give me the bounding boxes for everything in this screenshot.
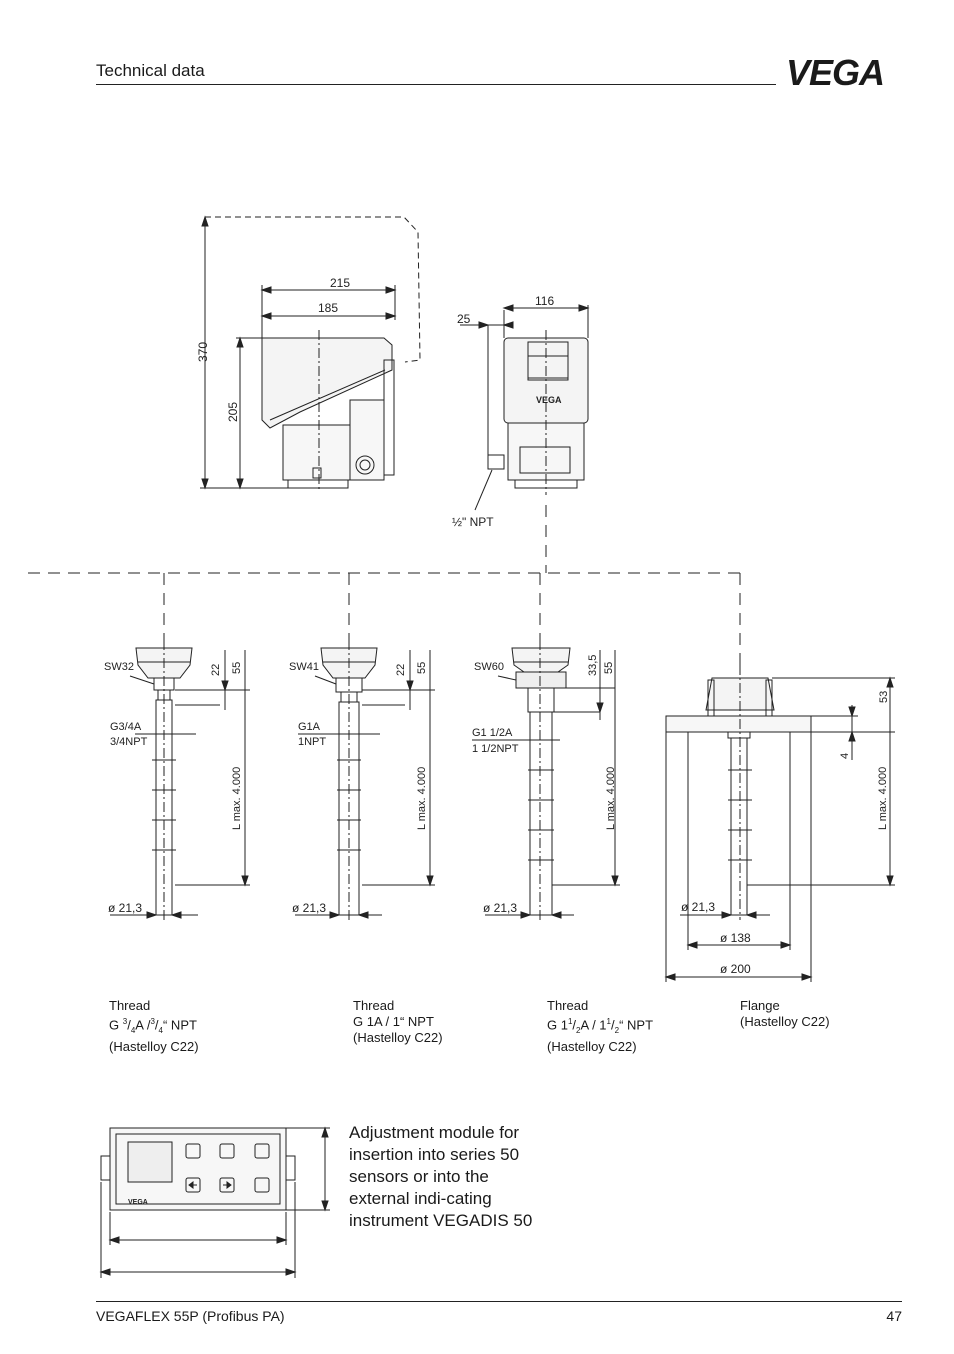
p1-thread1: G3/4A xyxy=(110,721,142,733)
p3-lmax: L max. 4.000 xyxy=(605,767,617,830)
rod-markings xyxy=(152,759,752,861)
p2-thread1: G1A xyxy=(298,721,321,733)
probe-3: SW60 33,5 55 G1 1/2A 1 1/2NPT L max. 4.0… xyxy=(472,640,620,920)
module-description: Adjustment module for insertion into ser… xyxy=(349,1123,533,1230)
page-header-title: Technical data xyxy=(96,61,205,80)
p3-d33: 33,5 xyxy=(587,655,599,676)
caption-2-l1: Thread xyxy=(353,998,395,1013)
p2-d55: 55 xyxy=(416,662,428,674)
caption-4-l3: (Hastelloy C22) xyxy=(740,1014,830,1029)
caption-2-l3: (Hastelloy C22) xyxy=(353,1030,443,1045)
p1-thread2: 3/4NPT xyxy=(110,736,148,748)
footer-page-number: 47 xyxy=(886,1308,902,1324)
dim-185: 185 xyxy=(318,301,338,315)
p2-dia: ø 21,3 xyxy=(292,901,326,915)
adjustment-module: VEGA xyxy=(99,1126,330,1278)
p1-sw: SW32 xyxy=(104,661,134,673)
caption-probe-3: Thread G 11/2A / 11/2“ NPT (Hastelloy C2… xyxy=(547,998,653,1055)
caption-1-l1: Thread xyxy=(109,998,151,1013)
connection-lines xyxy=(28,505,741,665)
p2-lmax: L max. 4.000 xyxy=(416,767,428,830)
p4-d53: 53 xyxy=(878,691,890,703)
vega-logo: VEGA xyxy=(786,52,885,93)
caption-1-l3: (Hastelloy C22) xyxy=(109,1038,199,1054)
caption-2-l2: G 1A / 1“ NPT xyxy=(353,1014,434,1029)
p3-thread1: G1 1/2A xyxy=(472,727,513,739)
caption-probe-2: Thread G 1A / 1“ NPT (Hastelloy C22) xyxy=(353,998,443,1046)
p4-d4: 4 xyxy=(839,753,851,759)
caption-3-l3: (Hastelloy C22) xyxy=(547,1038,637,1054)
p3-d55: 55 xyxy=(603,662,615,674)
dim-116: 116 xyxy=(535,294,554,308)
p1-d22: 22 xyxy=(210,664,222,676)
footer-document-name: VEGAFLEX 55P (Profibus PA) xyxy=(96,1308,285,1324)
header-rule xyxy=(96,84,776,85)
p1-lmax: L max. 4.000 xyxy=(231,767,243,830)
p2-thread2: 1NPT xyxy=(298,736,326,748)
p3-thread2: 1 1/2NPT xyxy=(472,743,519,755)
caption-4-l1: Flange xyxy=(740,998,780,1013)
housing-side-view: 215 185 370 205 xyxy=(196,215,421,490)
caption-probe-1: Thread G 3/4A /3/4“ NPT (Hastelloy C22) xyxy=(109,998,199,1055)
caption-3-l1: Thread xyxy=(547,998,589,1013)
probe-4: 53 4 L max. 4.000 ø 21,3 ø 138 ø 200 xyxy=(664,665,895,982)
dim-25: 25 xyxy=(457,312,471,326)
module-brand: VEGA xyxy=(128,1199,148,1206)
p4-lmax: L max. 4.000 xyxy=(877,767,889,830)
footer-rule xyxy=(96,1301,902,1302)
p1-d55: 55 xyxy=(231,662,243,674)
p1-dia: ø 21,3 xyxy=(108,901,142,915)
caption-1-l2: G 3/4A /3/4“ NPT xyxy=(109,1017,197,1035)
p2-sw: SW41 xyxy=(289,661,319,673)
npt-label: ½" NPT xyxy=(452,515,494,529)
dim-370: 370 xyxy=(196,342,210,362)
probe-1: SW32 22 55 G3/4A 3/4NPT L max. 4.000 ø 2… xyxy=(104,640,250,920)
housing-front-view: VEGA 116 25 ½" NPT xyxy=(452,294,590,529)
p2-d22: 22 xyxy=(395,664,407,676)
p4-d138: ø 138 xyxy=(720,931,751,945)
p3-sw: SW60 xyxy=(474,661,504,673)
probe-2: SW41 22 55 G1A 1NPT L max. 4.000 ø 21,3 xyxy=(289,640,435,920)
p4-d200: ø 200 xyxy=(720,962,751,976)
dim-215: 215 xyxy=(330,276,350,290)
p3-dia: ø 21,3 xyxy=(483,901,517,915)
caption-probe-4: Flange (Hastelloy C22) xyxy=(740,998,830,1030)
p4-dia: ø 21,3 xyxy=(681,900,715,914)
dim-205: 205 xyxy=(226,402,240,422)
caption-3-l2: G 11/2A / 11/2“ NPT xyxy=(547,1017,654,1035)
front-brand: VEGA xyxy=(536,395,562,405)
